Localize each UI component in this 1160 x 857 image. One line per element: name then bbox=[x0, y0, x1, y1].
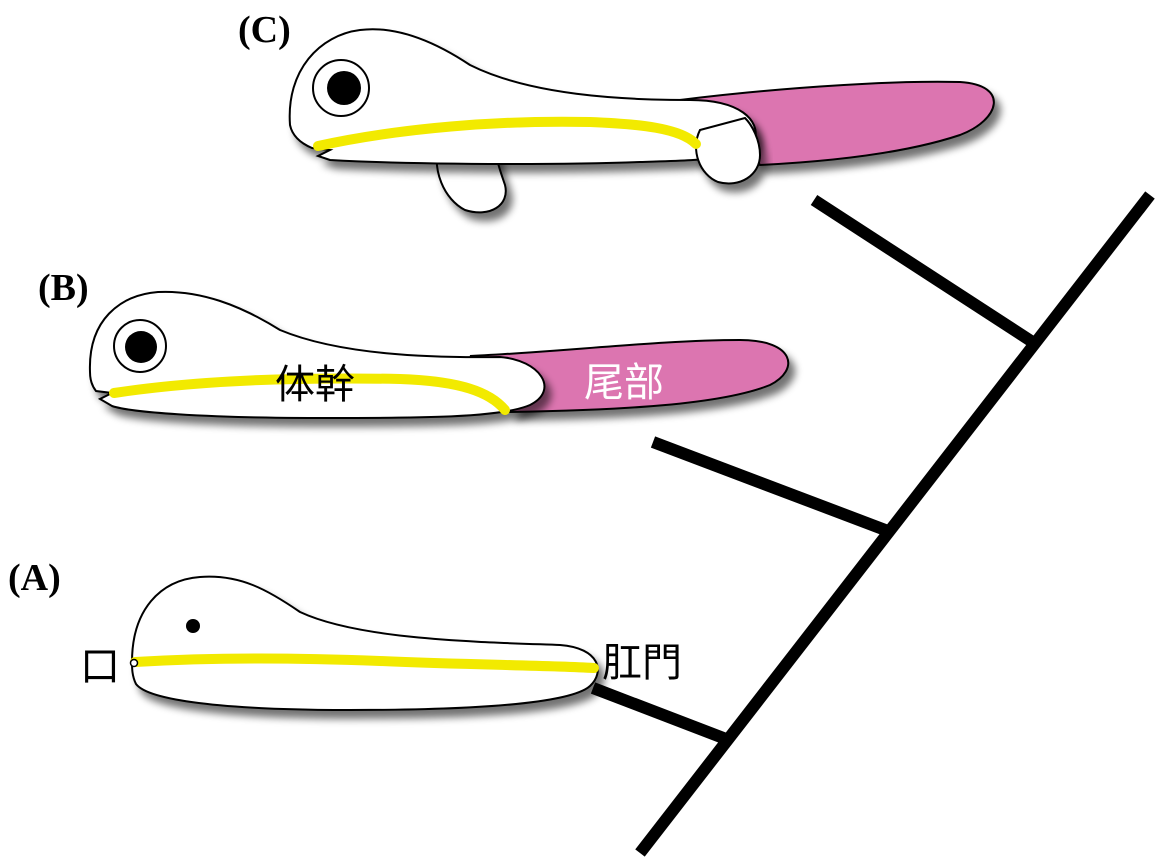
tree-branch-a bbox=[593, 688, 726, 739]
tail-label: 尾部 bbox=[584, 360, 664, 406]
organism-c-hind-limb bbox=[696, 118, 760, 183]
tree-trunk bbox=[640, 195, 1150, 853]
tree-branch-c bbox=[814, 200, 1031, 341]
organism-c-eye-pupil bbox=[327, 71, 361, 105]
anus-label: 肛門 bbox=[602, 640, 682, 686]
organism-a-body bbox=[132, 577, 598, 710]
organism-c bbox=[290, 29, 994, 212]
mouth-label: 口 bbox=[80, 644, 120, 690]
phylogenetic-tree bbox=[593, 195, 1150, 853]
organism-a-mouth-marker bbox=[131, 660, 138, 667]
trunk-label: 体幹 bbox=[275, 362, 355, 408]
panel-label-b: (B) bbox=[38, 267, 89, 309]
panel-label-a: (A) bbox=[8, 557, 61, 599]
tree-branch-b bbox=[653, 442, 888, 531]
organism-a-eye bbox=[186, 619, 200, 633]
organism-a bbox=[131, 577, 598, 710]
organism-b: 体幹 尾部 bbox=[90, 292, 788, 418]
organism-b-eye-pupil bbox=[125, 331, 157, 363]
panel-label-c: (C) bbox=[238, 9, 291, 51]
